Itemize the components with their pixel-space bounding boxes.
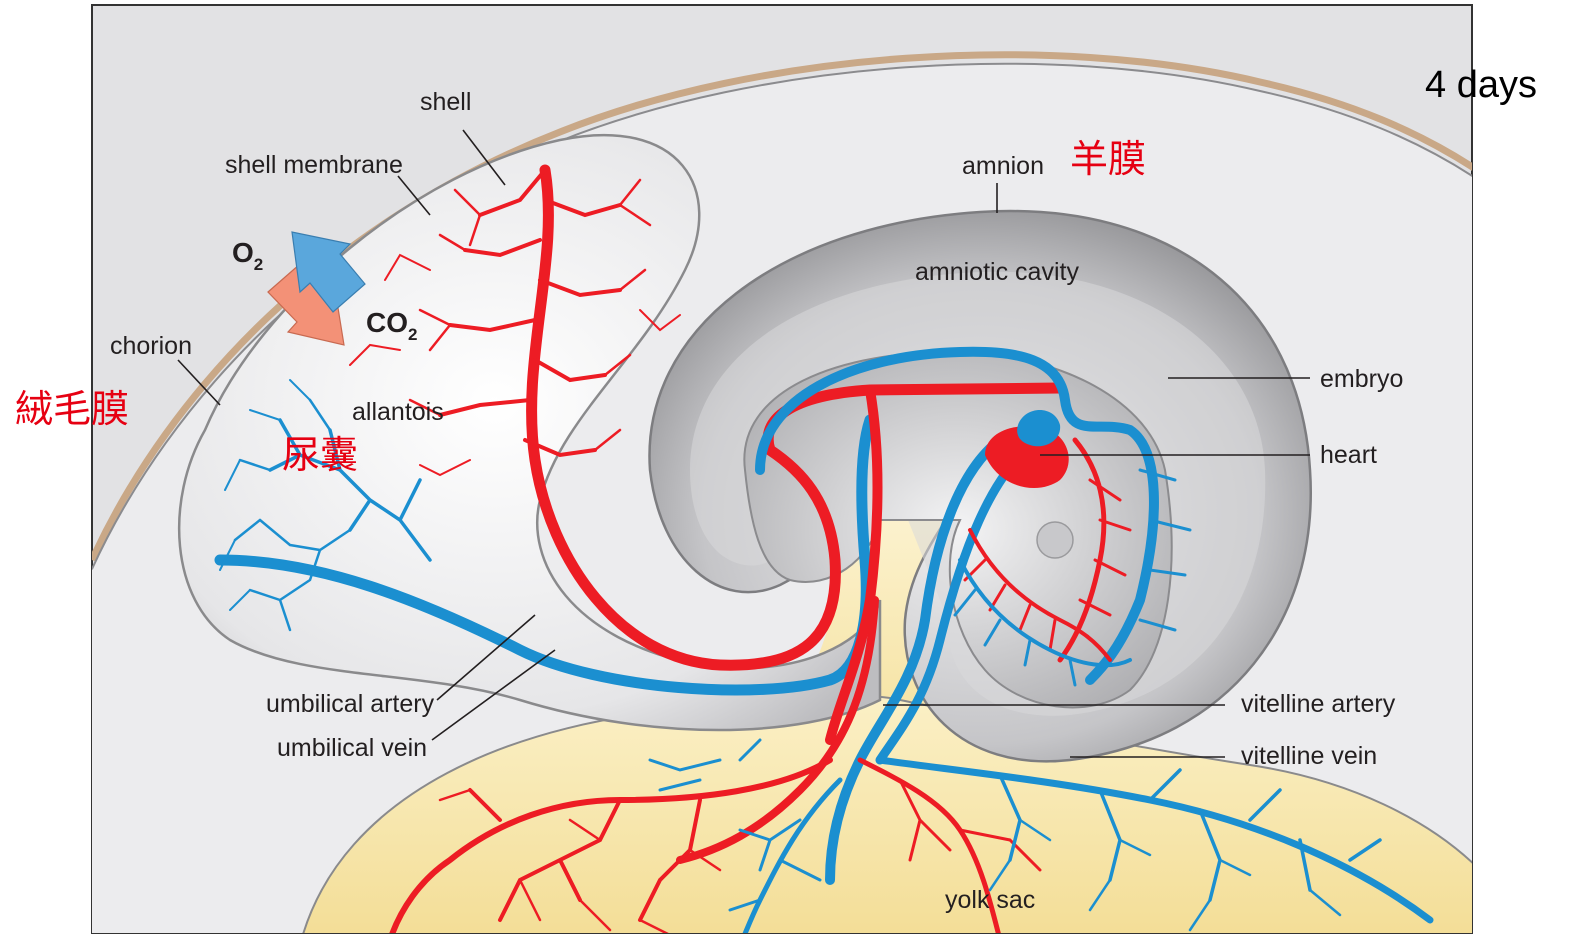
label-shell-membrane: shell membrane xyxy=(225,151,403,179)
label-embryo: embryo xyxy=(1320,365,1403,393)
label-allantois: allantois xyxy=(352,398,444,426)
label-heart: heart xyxy=(1320,441,1377,469)
embryo-eye xyxy=(1037,522,1073,558)
label-shell: shell xyxy=(420,88,471,116)
label-umbilical-vein: umbilical vein xyxy=(277,734,427,762)
label-vitelline-vein: vitelline vein xyxy=(1241,742,1377,770)
label-chorion: chorion xyxy=(110,332,192,360)
label-amniotic-cavity: amniotic cavity xyxy=(915,258,1079,286)
label-amnion: amnion xyxy=(962,152,1044,180)
label-umbilical-artery: umbilical artery xyxy=(266,690,435,718)
annotation-allantois-zh: 尿囊 xyxy=(282,433,358,477)
label-vitelline-artery: vitelline artery xyxy=(1241,690,1396,718)
annotation-amnion-zh: 羊膜 xyxy=(1070,137,1146,181)
annotation-chorion-zh: 絨毛膜 xyxy=(15,387,129,431)
stage-label: 4 days xyxy=(1425,64,1537,106)
label-yolk-sac: yolk sac xyxy=(945,886,1035,914)
